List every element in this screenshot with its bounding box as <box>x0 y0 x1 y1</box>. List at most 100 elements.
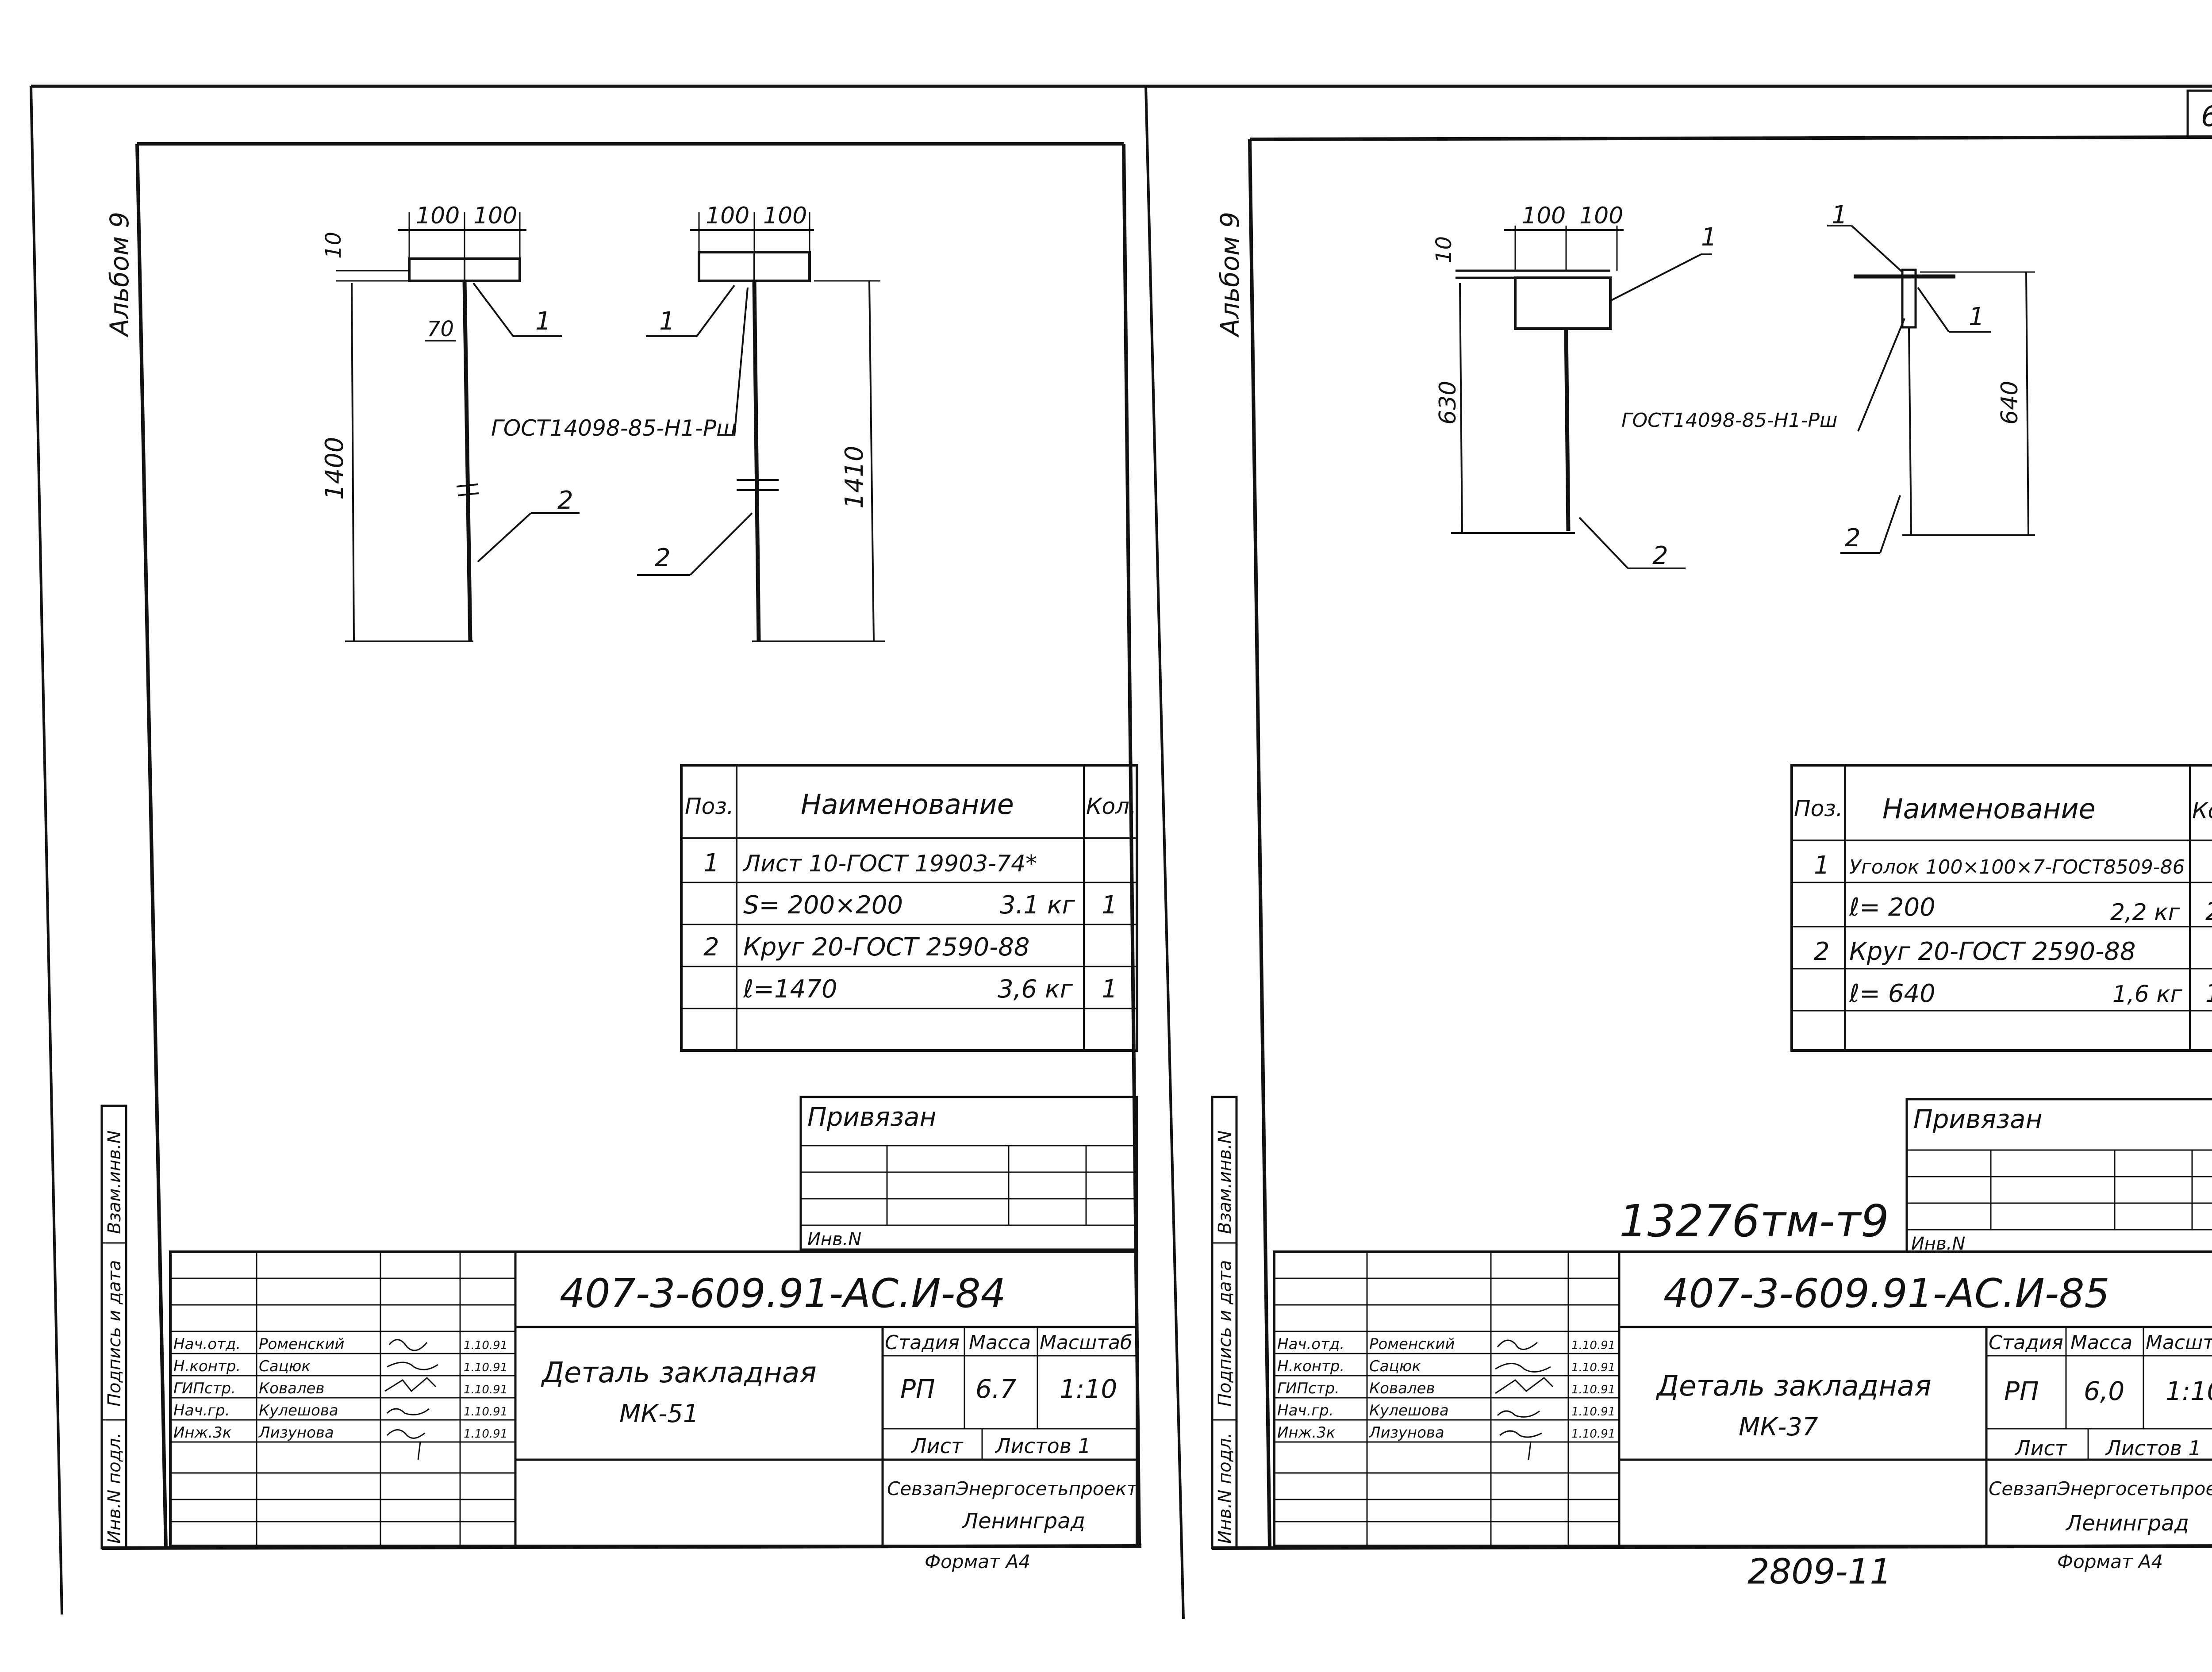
svg-text:Листов 1: Листов 1 <box>2105 1436 2201 1460</box>
svg-text:Формат А4: Формат А4 <box>2057 1551 2163 1572</box>
svg-text:ГИПстр.: ГИПстр. <box>173 1380 236 1397</box>
svg-text:1.10.91: 1.10.91 <box>464 1427 507 1441</box>
svg-text:Сацюк: Сацюк <box>259 1358 311 1375</box>
svg-text:3.1 кг: 3.1 кг <box>1000 891 1075 920</box>
svg-text:1: 1 <box>703 849 719 878</box>
svg-text:100: 100 <box>706 203 749 229</box>
detail-b: 100 100 1410 1 2 ГОСТ14098-85-Н1-Рш <box>491 203 885 642</box>
svg-text:2: 2 <box>1652 541 1668 570</box>
svg-text:Н.контр.: Н.контр. <box>173 1358 241 1375</box>
svg-text:Круг 20-ГОСТ 2590-88: Круг 20-ГОСТ 2590-88 <box>1849 937 2136 966</box>
svg-text:Взам.инв.N: Взам.инв.N <box>1215 1131 1235 1234</box>
privyazan-block: Привязан Инв.N <box>799 1096 1138 1251</box>
svg-text:Нач.гр.: Нач.гр. <box>173 1402 230 1419</box>
side-strip: Взам.инв.N Подпись и дата Инв.N подл. <box>100 1104 127 1549</box>
svg-text:100: 100 <box>416 203 460 229</box>
svg-text:ℓ= 640: ℓ= 640 <box>1849 979 1936 1008</box>
svg-text:Инв.N: Инв.N <box>807 1229 861 1250</box>
svg-text:Нач.отд.: Нач.отд. <box>173 1335 241 1353</box>
svg-text:Нач.гр.: Нач.гр. <box>1277 1402 1334 1419</box>
svg-text:1.10.91: 1.10.91 <box>1571 1427 1615 1441</box>
svg-text:100: 100 <box>763 203 807 229</box>
svg-text:Ковалев: Ковалев <box>259 1380 325 1397</box>
svg-text:Н.контр.: Н.контр. <box>1277 1358 1344 1375</box>
svg-text:10: 10 <box>321 232 346 259</box>
svg-text:640: 640 <box>1997 381 2023 425</box>
spec-table: Поз. Наименование Кол. 1 Лист 10-ГОСТ 19… <box>680 764 1138 1052</box>
svg-text:630: 630 <box>1435 381 1461 425</box>
svg-text:2,2 кг: 2,2 кг <box>2110 899 2181 926</box>
svg-text:2: 2 <box>655 544 671 572</box>
svg-text:Нач.отд.: Нач.отд. <box>1277 1335 1344 1353</box>
svg-text:Масса: Масса <box>2070 1331 2132 1354</box>
svg-text:70: 70 <box>427 317 454 341</box>
svg-text:ℓ=1470: ℓ=1470 <box>743 975 837 1004</box>
svg-text:1: 1 <box>1102 891 1118 920</box>
svg-text:Ленинград: Ленинград <box>2065 1511 2189 1536</box>
svg-text:Лист 10-ГОСТ 19903-74*: Лист 10-ГОСТ 19903-74* <box>742 851 1037 877</box>
svg-text:100: 100 <box>473 203 517 229</box>
svg-text:10: 10 <box>1432 236 1456 263</box>
signature <box>1497 1339 1538 1350</box>
svg-text:1.10.91: 1.10.91 <box>1571 1361 1615 1374</box>
right-sheet: 69 Альбом 9 100 100 10 630 1 2 <box>1146 84 2212 1592</box>
detail-d: 1 1 2 640 ГОСТ14098-85-Н1-Рш <box>1621 201 2035 554</box>
svg-text:Лизунова: Лизунова <box>1368 1424 1444 1442</box>
svg-text:Ковалев: Ковалев <box>1369 1380 1435 1397</box>
svg-text:Кол.: Кол. <box>2192 798 2212 824</box>
svg-text:Роменский: Роменский <box>1369 1335 1455 1353</box>
svg-text:Стадия: Стадия <box>885 1331 960 1354</box>
svg-text:Инв.N подл.: Инв.N подл. <box>104 1432 125 1544</box>
svg-text:1: 1 <box>1814 851 1830 880</box>
title-block: 407-3-609.91-АС.И-85 Деталь закладная МК… <box>1273 1250 2212 1592</box>
svg-text:100: 100 <box>1579 203 1623 229</box>
album-label: Альбом 9 <box>104 212 134 338</box>
sheet-divider <box>1144 86 1185 1619</box>
svg-text:Масштаб: Масштаб <box>1040 1331 1132 1354</box>
side-strip: Взам.инв.N Подпись и дата Инв.N подл. <box>1211 1096 1238 1549</box>
svg-text:Круг 20-ГОСТ 2590-88: Круг 20-ГОСТ 2590-88 <box>743 933 1030 962</box>
svg-text:2: 2 <box>703 933 719 962</box>
svg-text:3,6 кг: 3,6 кг <box>998 975 1073 1004</box>
svg-text:Наименование: Наименование <box>1882 793 2096 825</box>
handwritten-number: 13276тм-т9 <box>1619 1195 1889 1247</box>
svg-text:МК-51: МК-51 <box>619 1400 699 1428</box>
svg-text:Стадия: Стадия <box>1989 1331 2063 1354</box>
svg-text:407-3-609.91-АС.И-85: 407-3-609.91-АС.И-85 <box>1663 1270 2110 1317</box>
signature <box>387 1361 438 1370</box>
signature <box>386 1408 430 1415</box>
svg-text:Подпись и дата: Подпись и дата <box>1215 1260 1235 1407</box>
bottom-number: 2809-11 <box>1747 1552 1892 1592</box>
svg-text:1: 1 <box>1969 303 1985 331</box>
svg-text:Лист: Лист <box>2014 1436 2067 1460</box>
svg-text:1: 1 <box>1701 223 1717 252</box>
svg-text:РП: РП <box>2004 1376 2039 1406</box>
svg-text:1.10.91: 1.10.91 <box>464 1405 507 1419</box>
svg-text:Инж.3к: Инж.3к <box>1277 1424 1336 1442</box>
signature <box>1499 1430 1542 1460</box>
svg-text:1:10: 1:10 <box>2166 1376 2212 1406</box>
svg-text:ГИПстр.: ГИПстр. <box>1277 1380 1340 1397</box>
svg-text:СевзапЭнергосетьпроект: СевзапЭнергосетьпроект <box>1989 1478 2212 1499</box>
svg-text:ГОСТ14098-85-Н1-Рш: ГОСТ14098-85-Н1-Рш <box>491 415 737 441</box>
svg-text:6,0: 6,0 <box>2084 1376 2124 1406</box>
svg-text:Привязан: Привязан <box>807 1102 937 1132</box>
svg-text:Формат А4: Формат А4 <box>925 1551 1030 1572</box>
svg-text:РП: РП <box>900 1374 935 1404</box>
svg-text:Кулешова: Кулешова <box>259 1402 338 1419</box>
svg-text:Кулешова: Кулешова <box>1369 1402 1449 1419</box>
svg-text:1.10.91: 1.10.91 <box>464 1383 507 1396</box>
svg-text:Лизунова: Лизунова <box>258 1424 334 1442</box>
left-sheet: Альбом 9 100 100 10 70 1400 <box>30 84 1146 1615</box>
title-block: 407-3-609.91-АС.И-84 Деталь закладная МК… <box>169 1250 1138 1572</box>
album-label: Альбом 9 <box>1215 212 1245 338</box>
svg-text:1: 1 <box>1102 975 1118 1004</box>
signature <box>1495 1363 1551 1373</box>
svg-text:1.10.91: 1.10.91 <box>464 1339 507 1352</box>
svg-text:Масштаб: Масштаб <box>2146 1331 2212 1354</box>
svg-text:Подпись и дата: Подпись и дата <box>104 1260 125 1407</box>
svg-text:Деталь закладная: Деталь закладная <box>1655 1370 1932 1403</box>
svg-text:S= 200×200: S= 200×200 <box>743 891 903 920</box>
svg-text:СевзапЭнергосетьпроект: СевзапЭнергосетьпроект <box>887 1478 1138 1499</box>
svg-text:1: 1 <box>659 307 675 336</box>
